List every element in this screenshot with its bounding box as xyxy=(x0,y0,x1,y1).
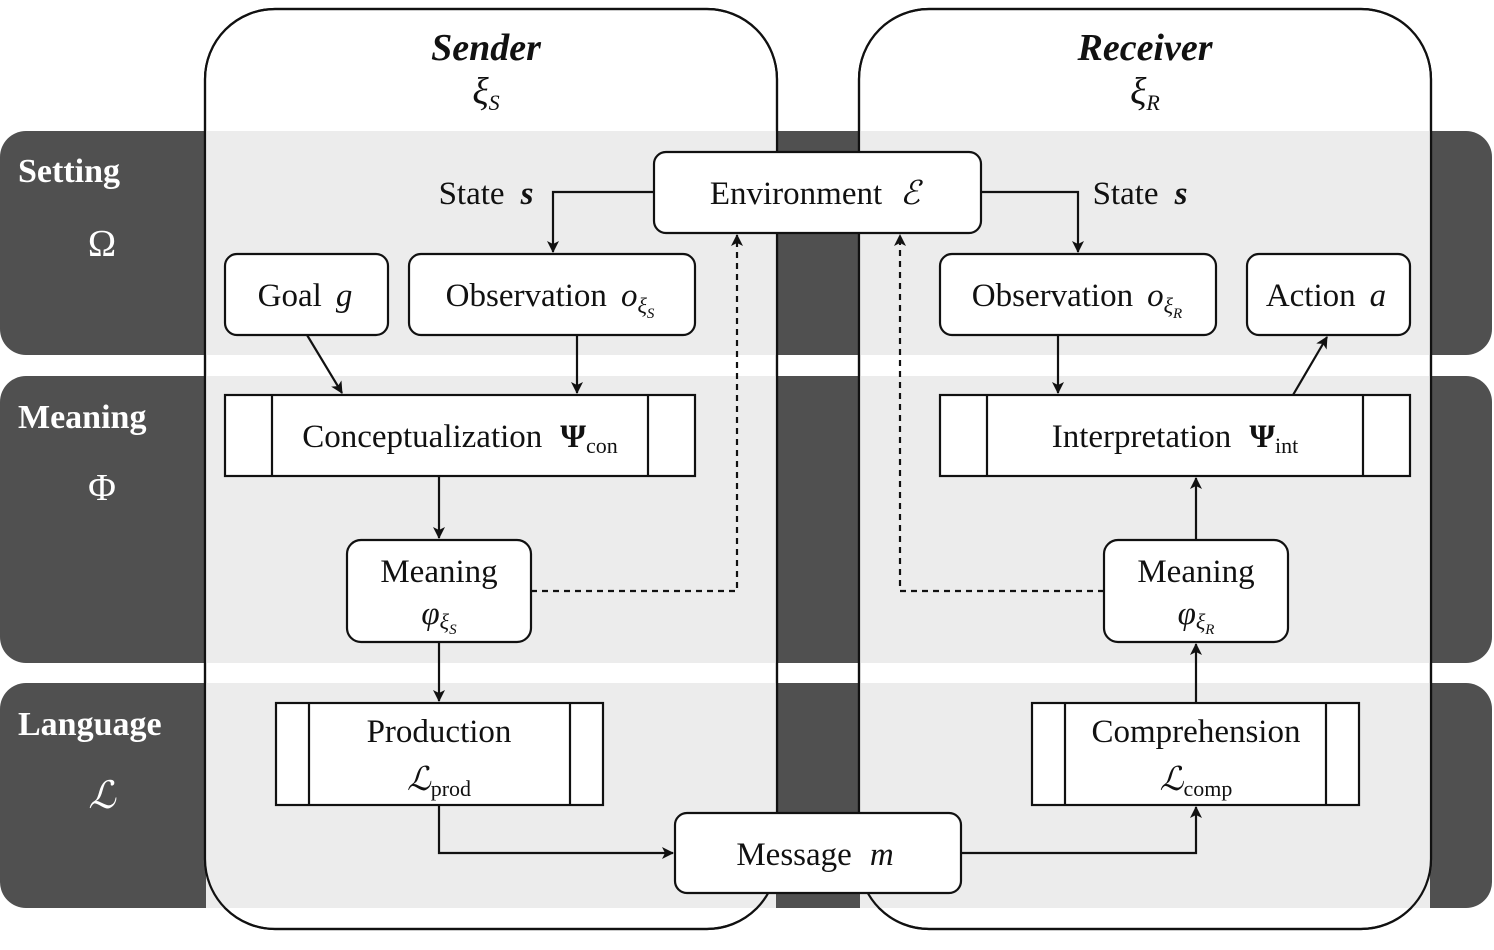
receiver-symbol: ξR xyxy=(1130,71,1160,115)
meaning-receiver-label: Meaning xyxy=(1137,554,1254,590)
connectors xyxy=(306,190,1328,859)
band-label-language: Language xyxy=(18,706,162,743)
comprehension-node xyxy=(1030,701,1361,807)
observation-receiver-node xyxy=(938,252,1218,337)
comprehension-label: Comprehension xyxy=(1092,714,1301,750)
goal-node xyxy=(223,252,390,337)
comprehension-symbol: ℒcomp xyxy=(1160,762,1233,801)
arrow-production-to-message xyxy=(437,805,674,859)
sender-title: Sender xyxy=(431,27,542,69)
conceptualization-node xyxy=(223,393,697,478)
observation-sender-node xyxy=(407,252,697,337)
receiver-title: Receiver xyxy=(1076,27,1213,69)
dashed-meaning-receiver-to-env xyxy=(894,234,1104,593)
band-symbol-setting: Ω xyxy=(88,223,116,265)
production-label: Production xyxy=(367,714,512,750)
meaning-receiver-symbol: φξR xyxy=(1178,596,1215,638)
arrow-interpretation-to-action xyxy=(1292,336,1328,396)
production-symbol: ℒprod xyxy=(407,762,471,801)
arrow-message-to-comprehension xyxy=(961,806,1202,855)
sender-symbol: ξS xyxy=(472,71,499,115)
band-symbol-meaning: Φ xyxy=(88,467,116,509)
meaning-sender-symbol: φξS xyxy=(421,596,457,638)
arrow-goal-to-concept xyxy=(306,334,343,394)
band-symbol-language: ℒ xyxy=(88,775,117,817)
arrow-env-to-obs-sender xyxy=(547,190,654,253)
action-node xyxy=(1245,252,1412,337)
band-label-setting: Setting xyxy=(18,153,120,190)
band-label-meaning: Meaning xyxy=(18,399,146,436)
arrow-env-to-obs-receiver xyxy=(981,190,1084,253)
dashed-meaning-sender-to-env xyxy=(531,234,743,593)
meaning-sender-label: Meaning xyxy=(380,554,497,590)
interpretation-node xyxy=(938,393,1412,478)
production-node xyxy=(274,701,605,807)
